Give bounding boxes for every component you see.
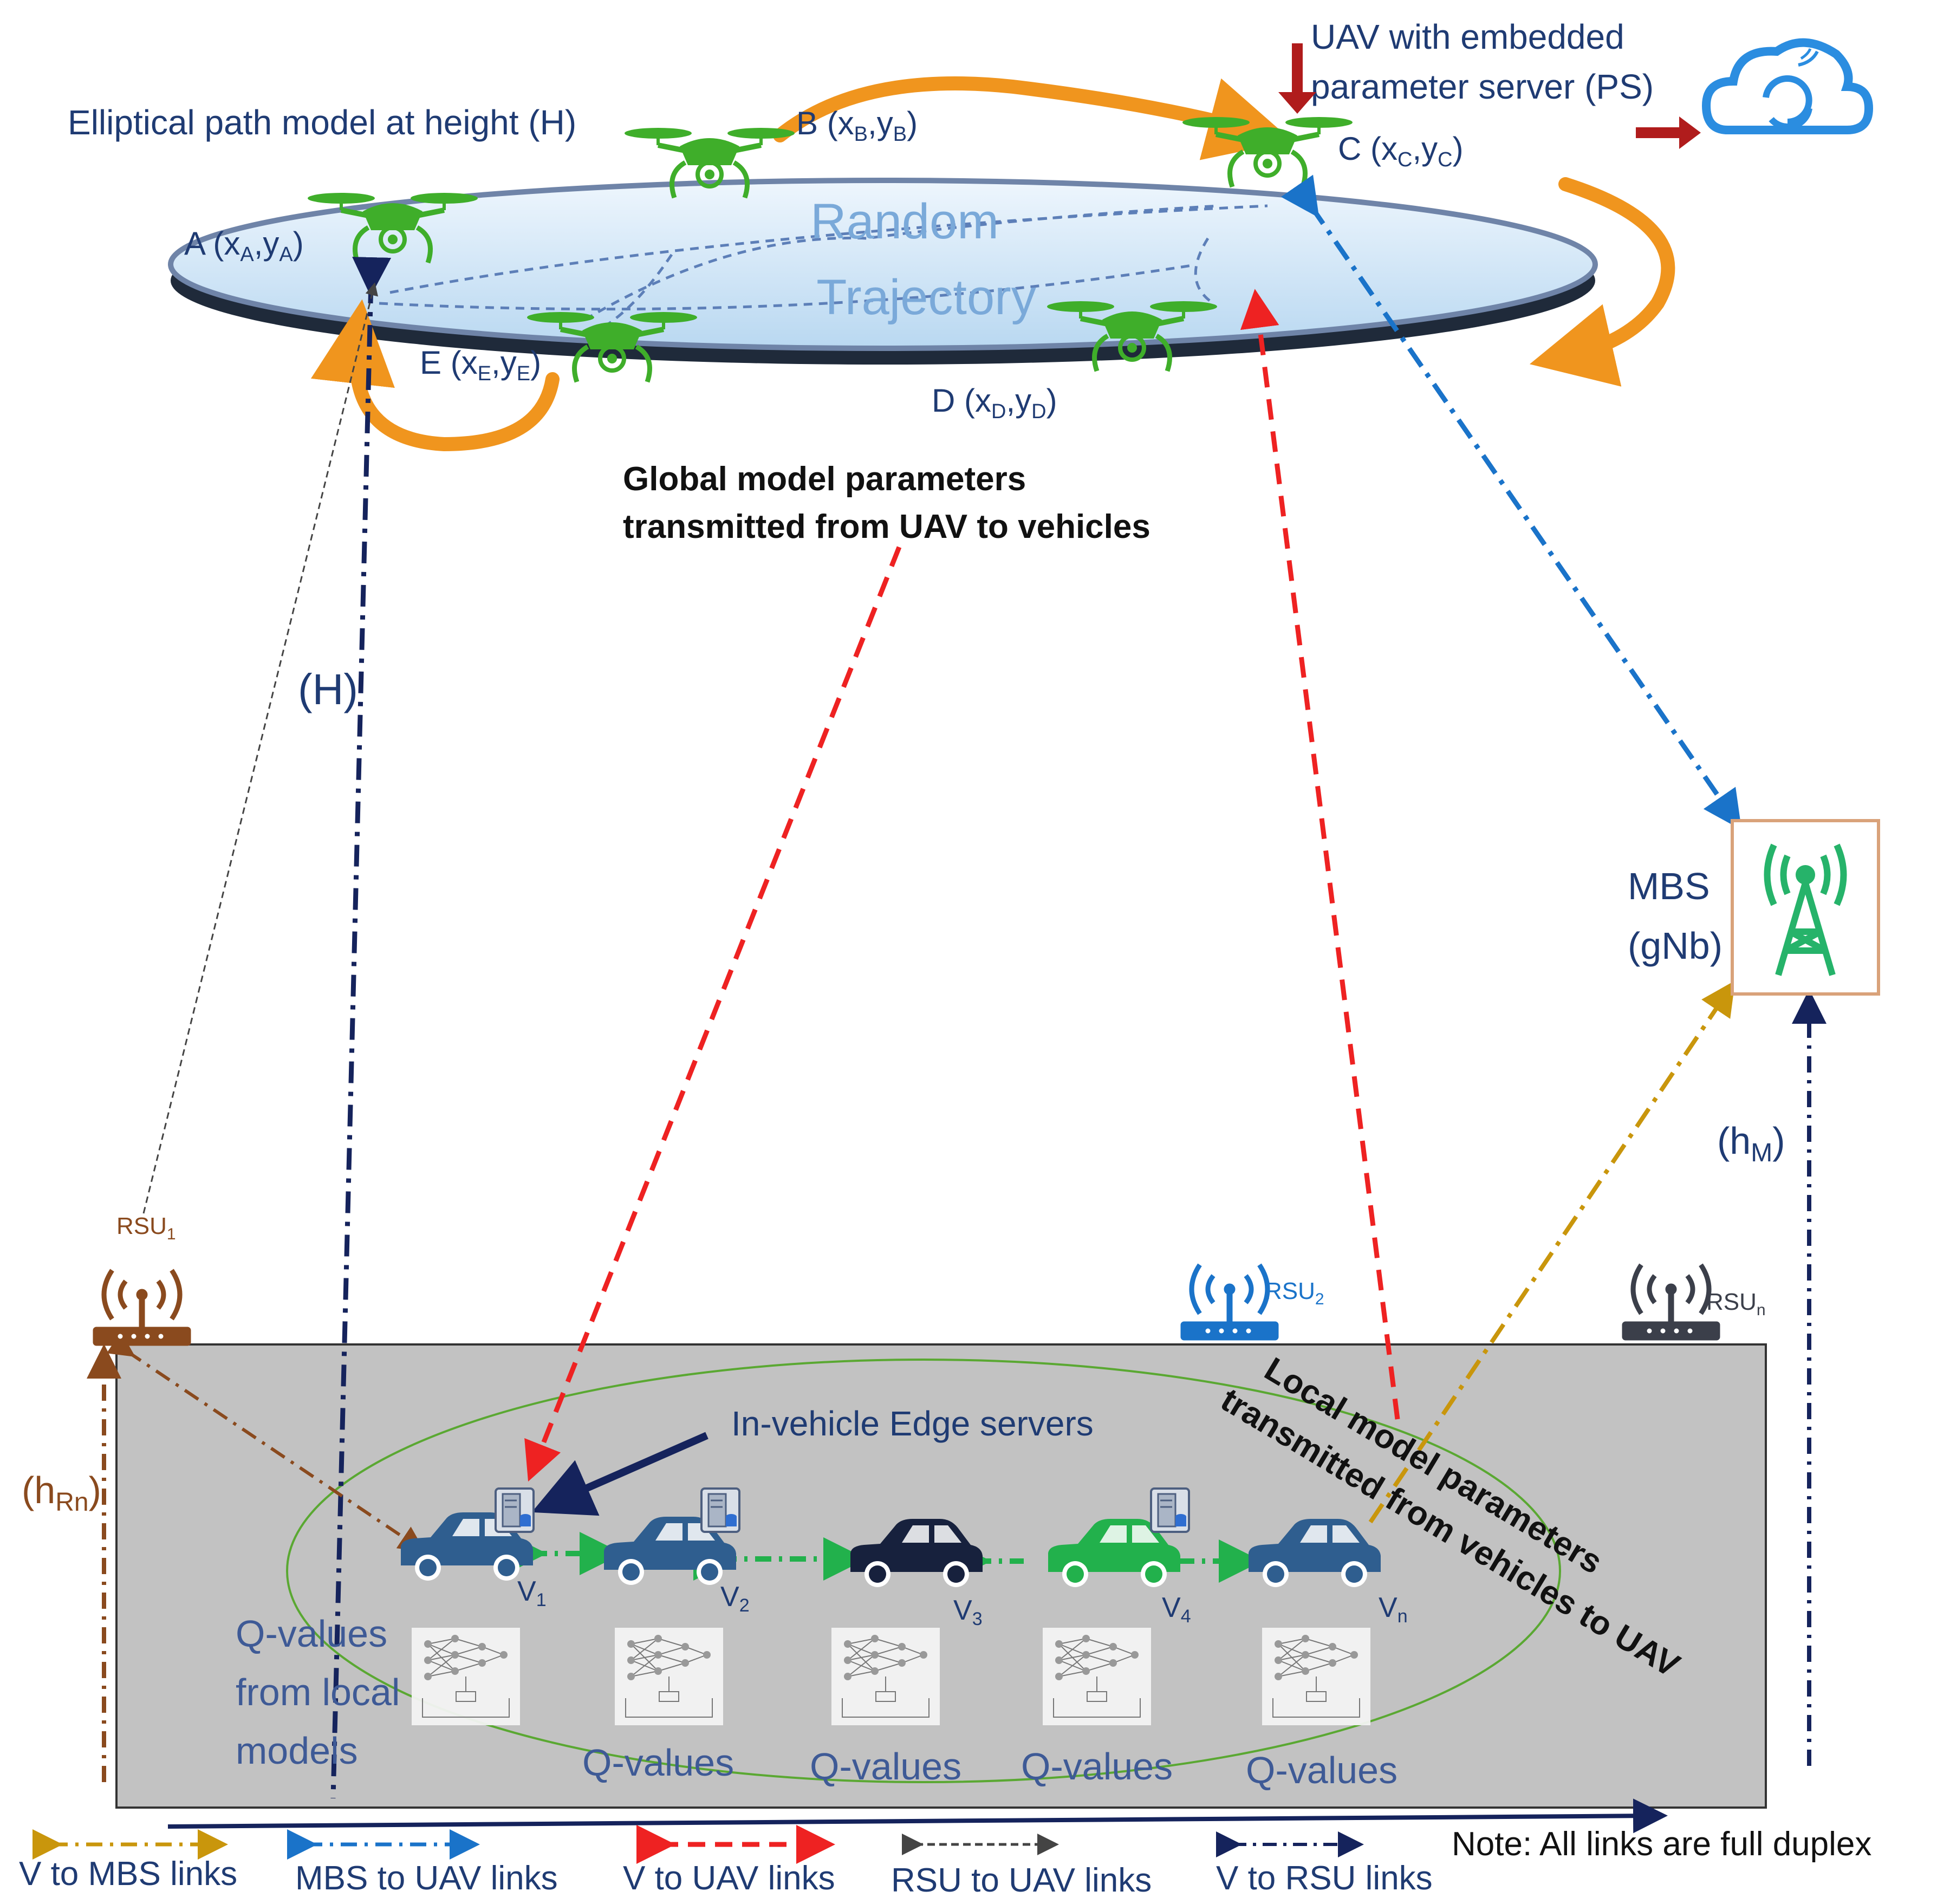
edge-servers-pointer <box>531 1432 708 1516</box>
timeline-arrow <box>167 1798 1668 1834</box>
rsu1-to-v1-link <box>106 1331 425 1552</box>
qvalues-local-line2: from local <box>236 1671 400 1713</box>
v-to-mbs-link <box>1368 980 1735 1524</box>
v2v-links <box>504 1532 1262 1583</box>
mbs-tower-icon <box>1764 843 1847 976</box>
mbs-to-uav-link <box>1280 174 1742 830</box>
local-model-thumb-v4 <box>1042 1627 1152 1726</box>
rsun-label: RSUn <box>1706 1289 1766 1319</box>
local-model-thumb-v2 <box>614 1627 724 1726</box>
waypoint-e-label: E (xE,yE) <box>420 345 541 385</box>
trajectory-label-line2: Trajectory <box>816 270 1036 325</box>
waypoint-b-label: B (xB,yB) <box>796 105 918 146</box>
random-trajectory-paths <box>379 204 1268 327</box>
vehicle-v2-label: V2 <box>720 1581 750 1616</box>
vehicle-v4-label: V4 <box>1162 1592 1191 1627</box>
local-model-thumb-v1 <box>411 1627 521 1726</box>
rsu-height-label: (hRn) <box>22 1469 101 1517</box>
rsu1-to-uav-link <box>142 282 379 1214</box>
uav-ps-label-line1: UAV with embedded <box>1311 17 1624 56</box>
qvalues-label-v4: Q-values <box>1021 1745 1173 1788</box>
waypoint-c-label: C (xC,yC) <box>1338 131 1464 171</box>
vehicle-v3-label: V3 <box>953 1595 983 1629</box>
vehicle-vn-label: Vn <box>1379 1592 1408 1627</box>
local-model-thumb-vn <box>1262 1627 1371 1726</box>
drone-icon-c <box>1182 117 1353 187</box>
rsun-router-icon <box>1622 1265 1720 1340</box>
legend-v-to-rsu: V to RSU links <box>1216 1860 1433 1897</box>
trajectory-label-line1: Random <box>810 194 999 249</box>
edge-server-icon-v2 <box>700 1487 740 1533</box>
mbs-label-line1: MBS <box>1628 865 1710 907</box>
legend-v-to-uav: V to UAV links <box>623 1860 835 1897</box>
global-model-label-line1: Global model parameters <box>623 460 1026 498</box>
rsu2-label: RSU2 <box>1265 1278 1324 1308</box>
edge-servers-label: In-vehicle Edge servers <box>731 1404 1094 1443</box>
vehicle-cluster-ellipse <box>286 1359 1561 1783</box>
local-model-link <box>1240 289 1400 1420</box>
waypoint-d-label: D (xD,yD) <box>932 382 1057 423</box>
mbs-height-label: (hM) <box>1717 1120 1785 1167</box>
mbs-label-line2: (gNb) <box>1628 925 1722 967</box>
global-model-label-line2: transmitted from UAV to vehicles <box>623 508 1150 545</box>
rsu1-router-icon <box>93 1270 191 1346</box>
qvalues-label-v3: Q-values <box>810 1745 961 1788</box>
height-h-label: (H) <box>298 665 358 713</box>
mbs-box <box>1731 819 1880 996</box>
rsu1-label: RSU1 <box>116 1213 176 1243</box>
vehicle-v1-label: V1 <box>517 1576 547 1610</box>
elliptical-path-label: Elliptical path model at height (H) <box>68 103 576 142</box>
edge-server-icon-v1 <box>495 1487 535 1533</box>
waypoint-a-label: A (xA,yA) <box>184 225 304 266</box>
legend-mbs-to-uav: MBS to UAV links <box>295 1860 558 1897</box>
rsu2-router-icon <box>1181 1265 1278 1340</box>
uav-ps-label-line2: parameter server (PS) <box>1311 67 1654 106</box>
local-model-thumb-v3 <box>831 1627 940 1726</box>
edge-server-icon-v4 <box>1150 1487 1190 1533</box>
cloud-sync-icon <box>1701 38 1874 134</box>
global-model-link <box>524 546 902 1482</box>
qvalues-label-v2: Q-values <box>582 1741 734 1784</box>
qvalues-local-line3: models <box>236 1730 358 1772</box>
legend-rsu-to-uav: RSU to UAV links <box>891 1862 1152 1899</box>
qvalues-local-line1: Q-values <box>236 1613 387 1655</box>
uav-ps-pointer-arrow <box>1278 43 1316 114</box>
legend-note: Note: All links are full duplex <box>1452 1825 1871 1863</box>
qvalues-label-vn: Q-values <box>1246 1749 1398 1791</box>
cloud-pointer-arrow <box>1636 116 1701 149</box>
legend-v-to-mbs: V to MBS links <box>19 1855 237 1893</box>
